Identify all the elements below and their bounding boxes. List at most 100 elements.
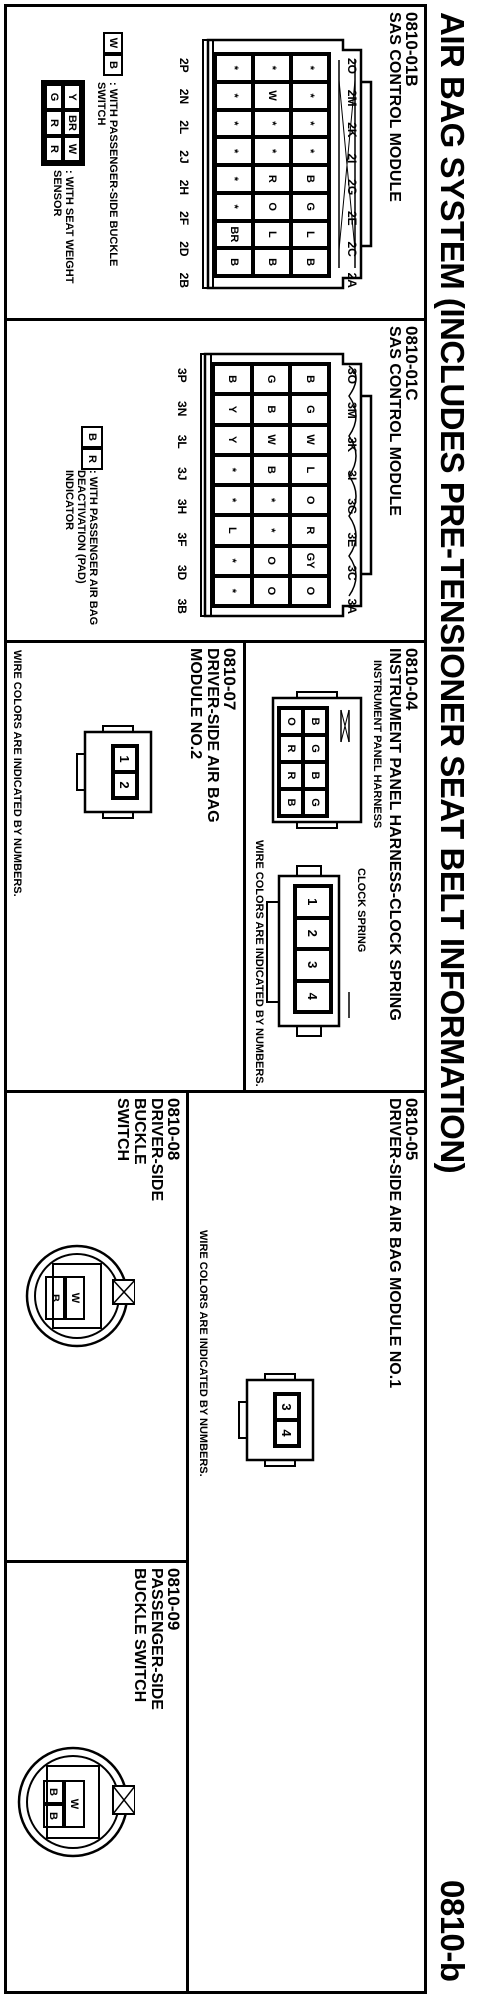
pin-label: 3O	[345, 368, 359, 385]
pin-label: 2E	[345, 210, 359, 226]
label-instrument-panel-harness: INSTRUMENT PANEL HARNESS	[371, 660, 383, 829]
cavity-grid-passenger-buckle: W B B	[43, 1780, 85, 1828]
legend-cavity: BR	[63, 110, 81, 136]
cavity: L	[291, 220, 329, 249]
section-code-05: 0810-05	[402, 1098, 421, 1161]
pin-label: 3L	[175, 434, 189, 449]
connector-clock-spring	[266, 865, 350, 1037]
cavity: B	[290, 364, 329, 395]
pin-label: 2O	[345, 58, 359, 75]
cavity: B	[303, 762, 327, 789]
pin-label: 3B	[175, 598, 189, 614]
pin-label: 3H	[175, 498, 189, 515]
page-code: 0810-b	[434, 1880, 471, 1982]
cavity: R	[279, 762, 303, 789]
cavity: W	[64, 1780, 85, 1828]
section-name-07: DRIVER-SIDE AIR BAG MODULE NO.2	[187, 648, 221, 823]
wire-note-04: WIRE COLORS ARE INDICATED BY NUMBERS.	[253, 840, 265, 1087]
pin-label: 3A	[345, 598, 359, 614]
pin-label: 3N	[175, 401, 189, 417]
pins-bottom-01b: 2P 2N 2L 2J 2H 2F 2D 2B	[177, 58, 191, 288]
cavity: *	[251, 515, 291, 546]
cavity: G	[303, 789, 327, 816]
pins-top-01b: 2O 2M 2K 2I 2G 2E 2C 2A	[345, 58, 359, 288]
pin-label: 2J	[177, 150, 191, 164]
legend-cavity: R	[81, 448, 103, 470]
cavity: *	[213, 545, 252, 576]
cavity: 4	[275, 1420, 299, 1446]
section-code-01b: 0810-01B	[402, 12, 421, 87]
pin-label: 3F	[175, 532, 189, 547]
note-buckle-switch: : WITH PASSENGER-SIDE BUCKLE SWITCH	[95, 82, 119, 267]
cavity: B	[43, 1804, 64, 1828]
connector-ip-harness	[271, 691, 363, 829]
cavity: B	[43, 1780, 64, 1804]
cavity: L	[290, 454, 329, 485]
cavity-grid-clock-spring: 1 2 3 4	[293, 884, 333, 1014]
cavity: R	[290, 515, 329, 546]
pin-label: 2M	[345, 89, 359, 107]
cavity: *	[215, 137, 253, 165]
cavity: B	[291, 165, 329, 193]
pin-label: 2I	[345, 153, 359, 164]
note-seat-weight: : WITH SEAT WEIGHT SENSOR	[51, 170, 75, 284]
section-name-04: INSTRUMENT PANEL HARNESS-CLOCK SPRING	[386, 648, 403, 1021]
pin-label: 3I	[345, 470, 359, 481]
section-code-01c: 0810-01C	[402, 326, 421, 401]
connector-airbag-no1	[238, 1373, 315, 1467]
legend-weight-01b: Y BR W G R R	[41, 80, 85, 166]
cavity: B	[213, 364, 252, 395]
legend-cavity: W	[103, 32, 123, 54]
section-name-08: DRIVER-SIDE BUCKLE SWITCH	[114, 1098, 165, 1202]
divider-01b-01c	[4, 318, 427, 321]
cavity: B	[251, 454, 291, 485]
cavity: GY	[290, 545, 329, 576]
pin-label: 3K	[345, 436, 359, 453]
cavity: 1	[295, 886, 331, 918]
legend-cavity: B	[103, 54, 123, 76]
section-name-05: DRIVER-SIDE AIR BAG MODULE NO.1	[386, 1098, 403, 1389]
legend-cavity: R	[45, 136, 63, 162]
cavity: 3	[295, 949, 331, 981]
cavity: *	[215, 81, 253, 110]
cavity: *	[291, 81, 329, 110]
cavity: W	[65, 1276, 85, 1320]
cavity: *	[251, 485, 291, 516]
wire-note-05: WIRE COLORS ARE INDICATED BY NUMBERS.	[197, 1230, 209, 1477]
divider-08-09	[4, 1560, 189, 1563]
cavity: B	[291, 248, 329, 276]
cavity: *	[291, 109, 329, 138]
pin-label: 2K	[345, 122, 359, 138]
cavity: *	[253, 137, 291, 165]
connector-01c	[200, 352, 373, 618]
cavity: *	[215, 54, 253, 82]
pins-bottom-01c: 3P 3N 3L 3J 3H 3F 3D 3B	[175, 368, 189, 614]
pin-label: 3E	[345, 532, 359, 548]
pin-label: 2A	[345, 272, 359, 288]
cavity: W	[290, 424, 329, 455]
cavity: B	[45, 1276, 65, 1320]
section-name-09: PASSENGER-SIDE BUCKLE SWITCH	[131, 1568, 165, 1710]
cavity: 3	[275, 1394, 299, 1420]
section-name-01b: SAS CONTROL MODULE	[386, 12, 403, 202]
pin-label: 2L	[177, 120, 191, 135]
pin-label: 2P	[177, 58, 191, 73]
pin-label: 2F	[177, 211, 191, 226]
pin-label: 2H	[177, 179, 191, 196]
legend-buckle-01b: W B	[103, 32, 123, 76]
cavity: *	[213, 485, 252, 516]
cavity: O	[251, 575, 291, 606]
pin-label: 2D	[177, 241, 191, 257]
pin-label: 3D	[175, 564, 189, 581]
cavity: W	[253, 81, 291, 110]
cavity: *	[253, 54, 291, 82]
pin-label: 3M	[345, 402, 359, 419]
legend-cavity: R	[45, 110, 63, 136]
pin-label: 3C	[345, 565, 359, 581]
cavity: 1	[113, 746, 137, 772]
cavity: Y	[213, 394, 252, 425]
section-code-07: 0810-07	[220, 648, 239, 711]
divider-05-08	[186, 1090, 189, 1994]
cavity: L	[213, 515, 252, 546]
cavity: G	[303, 735, 327, 762]
